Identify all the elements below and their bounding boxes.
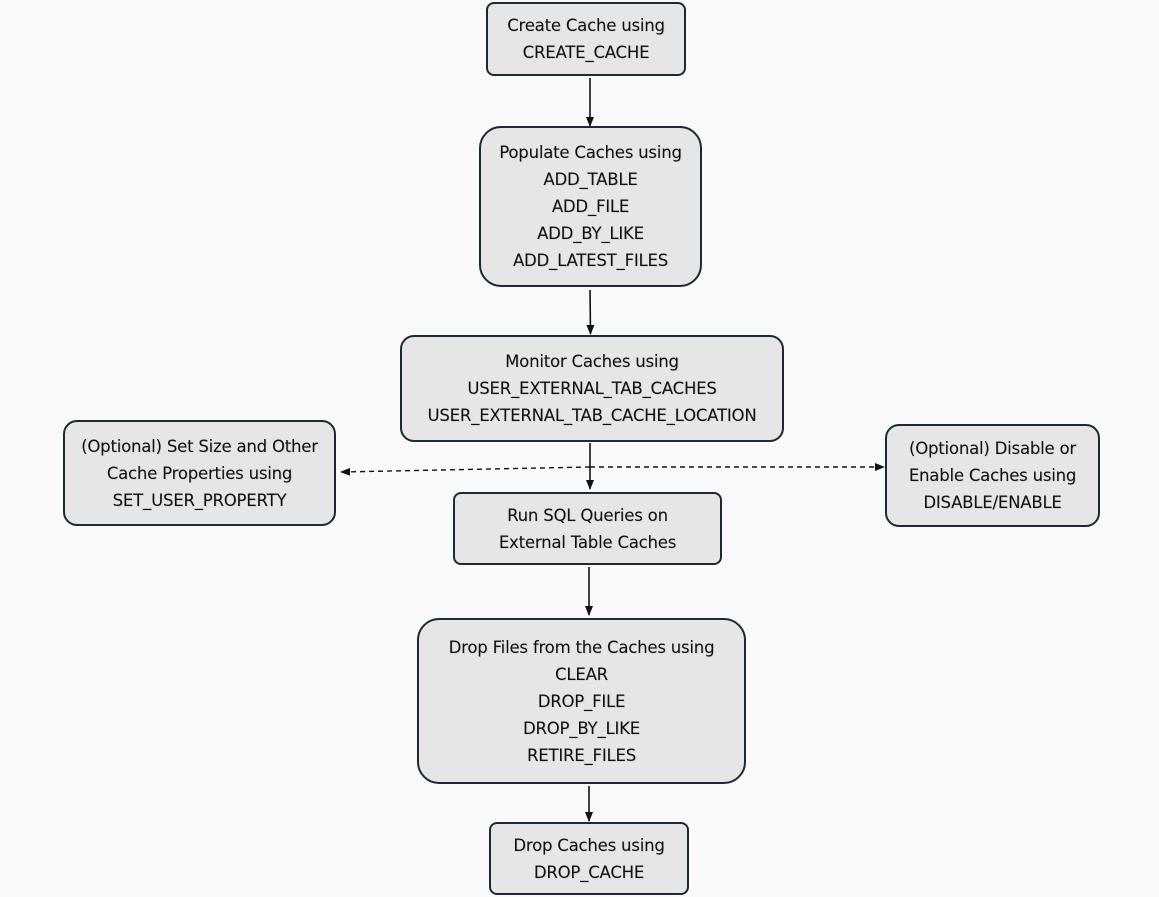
create-cache-box: Create Cache using CREATE_CACHE [486, 2, 686, 76]
box-line: (Optional) Set Size and Other [81, 436, 318, 456]
box-line: ADD_FILE [551, 197, 630, 216]
box-line: DROP_FILE [537, 691, 626, 711]
box-line: Cache Properties using [106, 463, 293, 483]
run-sql-box: Run SQL Queries on External Table Caches [453, 492, 722, 565]
box-line: ADD_TABLE [543, 170, 638, 189]
box-line: Monitor Caches using [505, 352, 679, 371]
box-line: USER_EXTERNAL_TAB_CACHES [467, 379, 717, 398]
arrow-populate-to-monitor [586, 289, 595, 335]
box-line: Populate Caches using [499, 143, 682, 162]
dashed-arrow-to-set-size [340, 466, 591, 476]
box-line: CREATE_CACHE [522, 43, 650, 62]
populate-caches-box: Populate Caches using ADD_TABLE ADD_FILE… [479, 126, 702, 287]
box-line: DROP_CACHE [533, 862, 645, 882]
drop-caches-box: Drop Caches using DROP_CACHE [489, 822, 689, 895]
box-line: CLEAR [555, 664, 608, 684]
box-line: DROP_BY_LIKE [522, 718, 640, 738]
box-line: RETIRE_FILES [526, 745, 637, 765]
box-line: Drop Files from the Caches using [448, 637, 715, 657]
drop-files-box: Drop Files from the Caches using CLEAR D… [417, 618, 746, 784]
box-line: Create Cache using [507, 16, 665, 35]
box-line: (Optional) Disable or [908, 439, 1076, 458]
box-line: Run SQL Queries on [507, 505, 668, 525]
box-line: DISABLE/ENABLE [923, 493, 1062, 512]
disable-enable-box: (Optional) Disable or Enable Caches usin… [885, 424, 1100, 527]
box-line: Drop Caches using [513, 835, 665, 855]
box-line: ADD_BY_LIKE [537, 224, 644, 243]
set-size-box: (Optional) Set Size and Other Cache Prop… [63, 420, 336, 526]
box-line: Enable Caches using [908, 466, 1077, 485]
box-line: External Table Caches [498, 532, 677, 552]
box-line: ADD_LATEST_FILES [512, 251, 669, 270]
monitor-caches-box: Monitor Caches using USER_EXTERNAL_TAB_C… [400, 335, 784, 442]
box-line: USER_EXTERNAL_TAB_CACHE_LOCATION [427, 406, 757, 425]
box-line: SET_USER_PROPERTY [112, 490, 287, 510]
